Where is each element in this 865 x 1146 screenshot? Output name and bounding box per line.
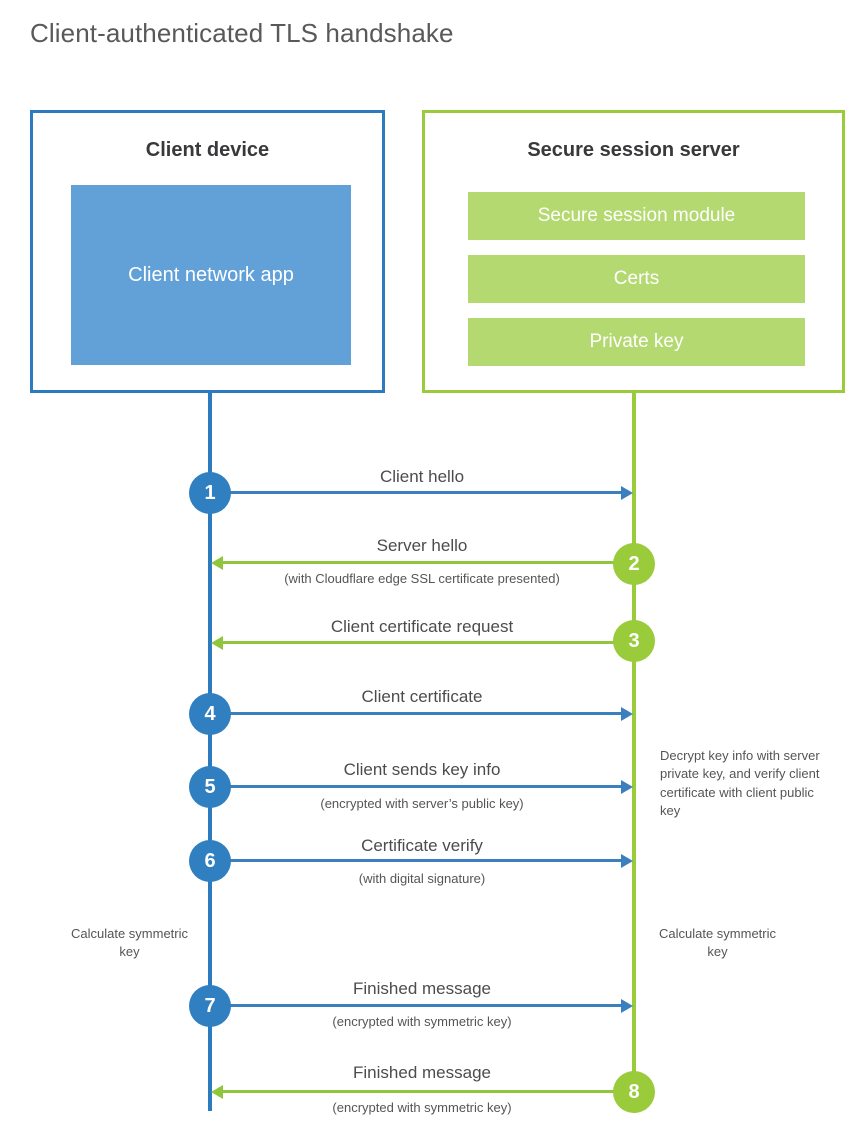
step-6-badge: 6 xyxy=(189,840,231,882)
server-decrypt-note: Decrypt key info with server private key… xyxy=(660,748,820,819)
arrow-shaft xyxy=(210,859,622,862)
arrow-head-icon xyxy=(211,1085,223,1099)
step-5-arrow xyxy=(210,780,633,794)
arrow-shaft xyxy=(210,785,622,788)
step-7-sublabel: (encrypted with symmetric key) xyxy=(332,1014,512,1029)
client-lifeline xyxy=(208,393,212,1111)
arrow-head-icon xyxy=(211,636,223,650)
step-2-sublabel: (with Cloudflare edge SSL certificate pr… xyxy=(284,571,560,586)
step-3-arrow xyxy=(211,636,634,650)
arrow-head-icon xyxy=(621,999,633,1013)
client-calculate-symmetric-key-note: Calculate symmetric key xyxy=(70,926,189,960)
secure-session-server-panel: Secure session server Secure session mod… xyxy=(422,110,845,393)
step-1-arrow xyxy=(210,486,633,500)
server-component-private-key: Private key xyxy=(468,318,805,366)
arrow-head-icon xyxy=(621,486,633,500)
step-2-arrow xyxy=(211,556,634,570)
server-component-secure-session-module: Secure session module xyxy=(468,192,805,240)
step-1-badge: 1 xyxy=(189,472,231,514)
step-4-arrow xyxy=(210,707,633,721)
server-calculate-symmetric-key-note: Calculate symmetric key xyxy=(658,926,777,960)
secure-session-server-title: Secure session server xyxy=(527,139,740,161)
arrow-head-icon xyxy=(211,556,223,570)
step-3-label: Client certificate request xyxy=(330,617,514,636)
step-8-badge: 8 xyxy=(613,1071,655,1113)
step-2-label: Server hello xyxy=(376,536,468,555)
arrow-shaft xyxy=(210,491,622,494)
arrow-shaft xyxy=(222,641,634,644)
step-7-arrow xyxy=(210,999,633,1013)
step-6-arrow xyxy=(210,854,633,868)
step-8-label: Finished message xyxy=(353,1063,491,1082)
step-7-label: Finished message xyxy=(353,979,491,998)
step-4-badge: 4 xyxy=(189,693,231,735)
step-5-badge: 5 xyxy=(189,766,231,808)
step-4-label: Client certificate xyxy=(361,687,483,706)
client-network-app-box: Client network app xyxy=(71,185,351,365)
arrow-head-icon xyxy=(621,780,633,794)
step-6-sublabel: (with digital signature) xyxy=(358,871,486,886)
arrow-shaft xyxy=(210,1004,622,1007)
client-device-panel: Client device Client network app xyxy=(30,110,385,393)
step-3-badge: 3 xyxy=(613,620,655,662)
arrow-shaft xyxy=(222,1090,634,1093)
step-5-label: Client sends key info xyxy=(343,760,501,779)
step-7-badge: 7 xyxy=(189,985,231,1027)
server-component-certs: Certs xyxy=(468,255,805,303)
arrow-head-icon xyxy=(621,854,633,868)
page-title: Client-authenticated TLS handshake xyxy=(30,18,454,48)
arrow-shaft xyxy=(210,712,622,715)
client-device-title: Client device xyxy=(145,139,270,161)
server-lifeline xyxy=(632,393,636,1093)
step-8-sublabel: (encrypted with symmetric key) xyxy=(332,1100,512,1115)
step-2-badge: 2 xyxy=(613,543,655,585)
step-6-label: Certificate verify xyxy=(361,836,483,855)
step-5-sublabel: (encrypted with server’s public key) xyxy=(320,796,524,811)
arrow-head-icon xyxy=(621,707,633,721)
step-8-arrow xyxy=(211,1085,634,1099)
step-1-label: Client hello xyxy=(379,467,465,486)
arrow-shaft xyxy=(222,561,634,564)
